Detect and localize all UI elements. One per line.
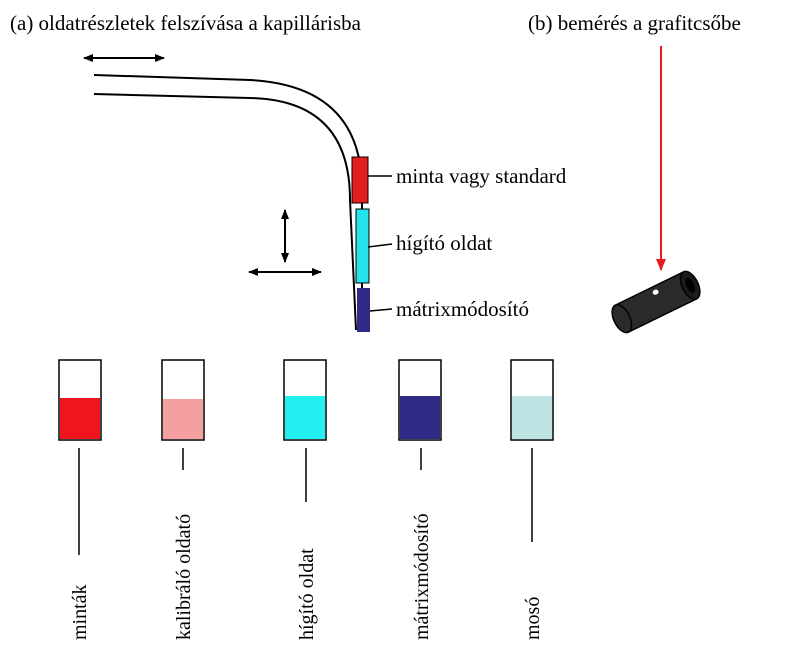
leader-line	[367, 243, 393, 248]
vessel-label-calibration: kalibráló oldató	[173, 514, 195, 640]
vessel-label-diluent: hígító oldat	[296, 548, 318, 640]
vessel-modifier	[398, 359, 442, 441]
segment-label-modifier: mátrixmódosító	[396, 297, 529, 321]
vessel-label-wash: mosó	[522, 597, 544, 640]
title-a: (a) oldatrészletek felszívása a kapillár…	[10, 11, 362, 35]
vessel-liquid	[285, 396, 325, 439]
vessel-liquid	[163, 399, 203, 439]
segment-label-sample: minta vagy standard	[396, 164, 567, 188]
segment-label-diluent: hígító oldat	[396, 231, 492, 255]
vessel-diluent	[283, 359, 327, 441]
leader-line	[369, 308, 393, 312]
vessel-liquid	[60, 398, 100, 439]
vessel-calibration	[161, 359, 205, 441]
capillary-segment-modifier	[357, 288, 370, 332]
capillary-segment-sample	[351, 156, 369, 204]
graphite-tube-icon	[611, 270, 701, 334]
title-b: (b) bemérés a grafitcsőbe	[528, 11, 741, 35]
capillary-tube	[93, 74, 363, 331]
vessel-liquid	[512, 396, 552, 439]
vessel-wash	[510, 359, 554, 441]
vessel-label-samples: minták	[69, 584, 91, 640]
vessel-samples	[58, 359, 102, 441]
capillary-segment-diluent	[355, 208, 370, 284]
vessel-liquid	[400, 396, 440, 439]
vessel-label-modifier: mátrixmódosító	[411, 513, 433, 640]
